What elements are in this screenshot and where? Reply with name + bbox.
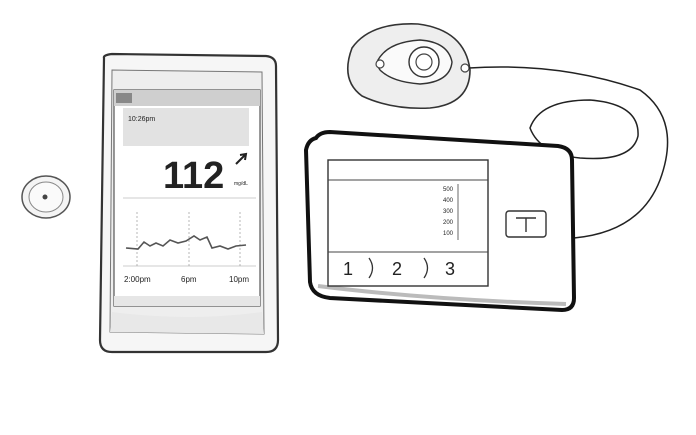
pump-scale-400: 400 <box>443 198 454 204</box>
graph-x-label-end: 10pm <box>229 275 249 284</box>
graph-x-label-mid: 6pm <box>181 275 197 284</box>
pump-button-2[interactable]: 2 <box>392 259 402 279</box>
pump-scale-200: 200 <box>443 220 454 226</box>
cgm-sensor-icon <box>21 175 71 219</box>
pump-scale-300: 300 <box>443 209 454 215</box>
glucose-unit: mg/dL <box>234 181 248 187</box>
pump-screen <box>327 159 489 287</box>
pump-button-1[interactable]: 1 <box>343 259 353 279</box>
insulin-pump-device: 500 400 300 200 100 1 2 3 <box>303 129 577 313</box>
pump-button-3[interactable]: 3 <box>445 259 455 279</box>
graph-x-label-start: 2:00pm <box>124 275 151 284</box>
glucose-trend-graph: 2:00pm 6pm 10pm <box>123 197 256 284</box>
monitor-time: 10:26pm <box>128 116 155 123</box>
arrow-up-right-icon <box>235 152 248 165</box>
glucose-monitor-device: 10:26pm 112 mg/dL 2:00pm 6pm 10pm <box>98 52 280 354</box>
t-button-icon[interactable] <box>505 210 547 238</box>
glucose-trend-line <box>125 235 247 250</box>
pump-scale-500: 500 <box>443 187 454 193</box>
infusion-site-icon <box>346 23 471 110</box>
pump-scale-100: 100 <box>443 231 454 237</box>
infusion-tubing <box>468 66 669 239</box>
glucose-value: 112 <box>163 155 224 197</box>
